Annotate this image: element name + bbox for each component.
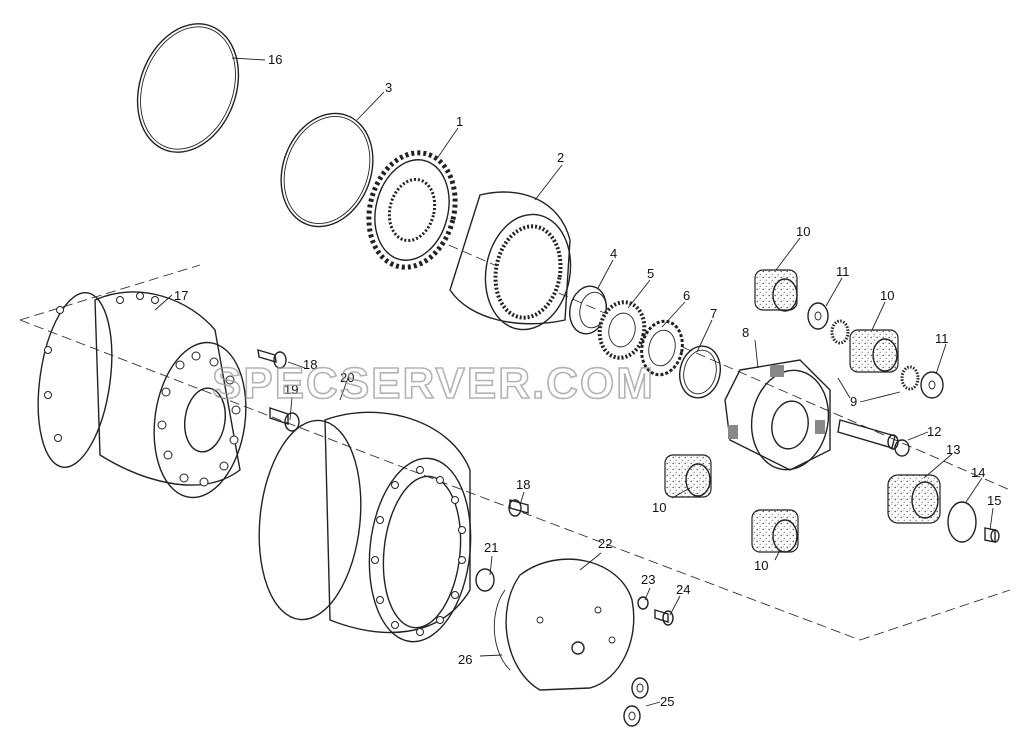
callout-1: 1	[456, 114, 463, 129]
part-10-pinion-b	[849, 329, 899, 373]
part-23-washer	[637, 596, 649, 610]
part-18-bolt-b	[508, 499, 529, 517]
part-10-pinion-c	[664, 454, 712, 498]
callout-6: 6	[683, 288, 690, 303]
callout-20: 20	[340, 370, 354, 385]
part-7-ring	[679, 345, 721, 399]
callout-9: 9	[850, 394, 857, 409]
callout-18-a: 18	[303, 357, 317, 372]
part-19-bolt	[269, 407, 300, 432]
part-16-ring	[136, 23, 240, 153]
callout-21: 21	[484, 540, 498, 555]
callout-13: 13	[946, 442, 960, 457]
callout-18-b: 18	[516, 477, 530, 492]
callout-4: 4	[610, 246, 617, 261]
needle-bearing-a	[830, 319, 850, 345]
callout-17: 17	[174, 288, 188, 303]
callout-11-a: 11	[836, 264, 850, 279]
part-15-plug	[984, 527, 1000, 543]
callout-16: 16	[268, 52, 282, 67]
part-25-nut-a	[631, 677, 649, 699]
part-1-sprocket-gear	[366, 150, 458, 270]
callout-23: 23	[641, 572, 655, 587]
callout-15: 15	[987, 493, 1001, 508]
part-13-gear	[887, 474, 941, 524]
part-11-washer-b	[920, 371, 944, 399]
part-8-planet-carrier	[724, 359, 831, 471]
part-2-ring-gear-housing	[449, 191, 572, 331]
callout-19: 19	[284, 382, 298, 397]
part-21-bushing	[475, 568, 495, 592]
part-14-snap-ring	[947, 501, 977, 543]
part-9-pin	[837, 419, 899, 450]
callout-8: 8	[742, 325, 749, 340]
needle-bearing-b	[900, 365, 920, 391]
callout-11-b: 11	[935, 331, 949, 346]
part-10-pinion-a	[754, 269, 798, 312]
callout-22: 22	[598, 536, 612, 551]
part-3-split-ring	[280, 112, 374, 228]
callout-10-a: 10	[796, 224, 810, 239]
callout-26: 26	[458, 652, 472, 667]
assembly-boundary	[19, 214, 1011, 641]
callout-labels: 16 3 1 2 4 5 6 7 8 10 11 10 11 9 12 13 1…	[174, 52, 1001, 709]
callout-2: 2	[557, 150, 564, 165]
part-11-washer-a	[807, 302, 829, 330]
part-18-bolt-a	[257, 349, 287, 369]
callout-7: 7	[710, 306, 717, 321]
part-22-cover	[493, 558, 635, 691]
callout-3: 3	[385, 80, 392, 95]
callout-24: 24	[676, 582, 690, 597]
part-24-bolt	[654, 609, 674, 626]
part-25-nut-b	[623, 705, 641, 727]
part-17-hub	[37, 291, 247, 499]
part-20-brake-drum	[258, 411, 472, 643]
callout-10-d: 10	[754, 558, 768, 573]
part-5-thrust-washer	[597, 300, 647, 360]
callout-12: 12	[927, 424, 941, 439]
part-6-toothed-washer	[640, 319, 684, 377]
part-10-pinion-d	[751, 509, 799, 553]
part-12-circlip	[894, 439, 910, 457]
callout-10-b: 10	[880, 288, 894, 303]
callout-14: 14	[971, 465, 985, 480]
callout-10-c: 10	[652, 500, 666, 515]
watermark-text: SPECSERVER.COM	[212, 359, 655, 408]
leader-lines	[154, 57, 994, 707]
callout-25: 25	[660, 694, 674, 709]
callout-5: 5	[647, 266, 654, 281]
